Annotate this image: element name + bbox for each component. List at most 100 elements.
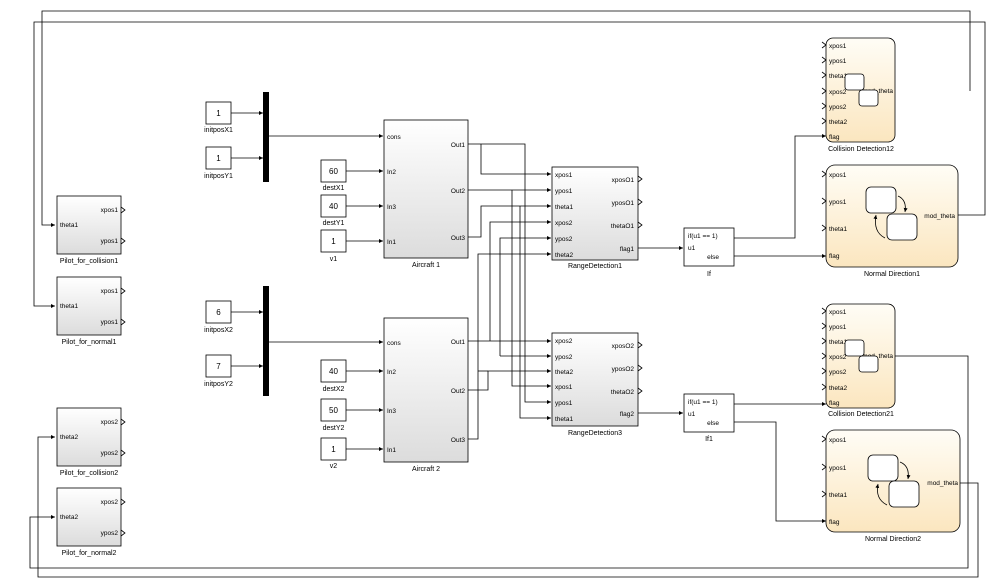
port-label: Out3	[451, 437, 465, 444]
port-label: ypos1	[101, 319, 119, 326]
svg-text:ypos1: ypos1	[829, 58, 847, 65]
port-label: Out1	[451, 339, 465, 346]
svg-text:flag1: flag1	[620, 246, 634, 253]
port-label: Out1	[451, 142, 465, 149]
constant-v2[interactable]: 1 v2	[320, 437, 347, 470]
state-box	[888, 480, 920, 508]
pilot-for-normal2[interactable]: theta2 xpos2 ypos2 Pilot_for_normal2	[56, 487, 126, 557]
if-block[interactable]: if(u1 == 1) u1 else If	[683, 227, 735, 278]
constant-label: destX1	[323, 185, 345, 192]
svg-text:ypos1: ypos1	[829, 465, 847, 472]
svg-text:xpos1: xpos1	[555, 384, 573, 391]
constant-initposX2[interactable]: 6 initposX2	[204, 300, 233, 334]
block-label: Aircraft 2	[412, 466, 440, 473]
state-box	[865, 186, 897, 214]
port-label: Out2	[451, 388, 465, 395]
svg-text:theta1: theta1	[829, 226, 847, 233]
port-label: theta2	[60, 514, 78, 521]
constant-destX1[interactable]: 60 destX1	[320, 159, 347, 192]
port-label: theta1	[60, 222, 78, 229]
constant-label: destY2	[323, 425, 345, 432]
svg-text:u1: u1	[688, 411, 696, 418]
svg-text:mod_theta: mod_theta	[862, 353, 893, 360]
svg-text:ypos2: ypos2	[555, 354, 573, 361]
constant-initposY2[interactable]: 7 initposY2	[204, 354, 233, 388]
range-detection-1[interactable]: xpos1 ypos1 theta1 xpos2 ypos2 theta2 xp…	[551, 166, 643, 270]
constant-label: destX2	[323, 386, 345, 393]
port-label: xpos2	[101, 419, 119, 426]
svg-text:theta2: theta2	[829, 385, 847, 392]
port-label: ypos2	[101, 530, 119, 537]
mux-bar-2[interactable]	[263, 286, 269, 396]
svg-text:ypos1: ypos1	[829, 324, 847, 331]
svg-text:ypos1: ypos1	[555, 400, 573, 407]
aircraft-1-subsystem[interactable]: cons In2 In3 In1 Out1 Out2 Out3 Aircraft…	[383, 119, 469, 269]
port-label: ypos2	[101, 450, 119, 457]
svg-text:theta2: theta2	[555, 369, 573, 376]
svg-text:ypos2: ypos2	[555, 236, 573, 243]
state-box	[886, 213, 918, 241]
svg-text:if(u1 == 1): if(u1 == 1)	[688, 233, 718, 240]
collision-detection21-chart[interactable]: xpos1 ypos1 theta1 xpos2 ypos2 theta2 fl…	[825, 303, 896, 418]
pilot-for-collision1[interactable]: theta1 xpos1 ypos1 Pilot_for_collision1	[56, 195, 126, 265]
svg-text:theta2: theta2	[829, 119, 847, 126]
port-label: cons	[387, 134, 401, 141]
signal-wires	[231, 111, 826, 523]
normal-direction1-chart[interactable]: xpos1 ypos1 theta1 flag mod_theta Normal…	[825, 164, 959, 278]
constant-value: 7	[216, 362, 221, 371]
mux-bar-1[interactable]	[263, 92, 269, 182]
block-label: Pilot_for_normal1	[62, 339, 117, 346]
block-label: If	[707, 271, 711, 278]
pilot-for-collision2[interactable]: theta2 xpos2 ypos2 Pilot_for_collision2	[56, 407, 126, 477]
constant-initposX1[interactable]: 1 initposX1	[204, 101, 233, 134]
constant-label: destY1	[323, 220, 345, 227]
normal-direction2-chart[interactable]: xpos1 ypos1 theta1 flag mod_theta Normal…	[825, 429, 961, 543]
if1-block[interactable]: if(u1 == 1) u1 else If1	[683, 393, 735, 443]
port-label: Out2	[451, 188, 465, 195]
svg-text:xposO2: xposO2	[612, 343, 635, 350]
svg-text:ypos2: ypos2	[829, 369, 847, 376]
svg-text:flag2: flag2	[620, 411, 634, 418]
svg-text:xpos1: xpos1	[829, 43, 847, 50]
port-label: In1	[387, 447, 396, 454]
block-label: Pilot_for_normal2	[62, 550, 117, 557]
svg-text:yposO1: yposO1	[612, 200, 635, 207]
pilot-for-normal1[interactable]: theta1 xpos1 ypos1 Pilot_for_normal1	[56, 276, 126, 346]
svg-text:mod_theta: mod_theta	[924, 213, 955, 220]
constant-destY2[interactable]: 50 destY2	[320, 398, 347, 432]
svg-text:xpos1: xpos1	[829, 309, 847, 316]
svg-text:ypos1: ypos1	[829, 199, 847, 206]
svg-text:thetaO2: thetaO2	[611, 389, 635, 396]
feedback-wires	[29, 10, 986, 578]
constant-v1[interactable]: 1 v1	[320, 229, 347, 263]
range-detection-3[interactable]: xpos2 ypos2 theta2 xpos1 ypos1 theta1 xp…	[551, 332, 643, 437]
svg-text:xposO1: xposO1	[612, 177, 635, 184]
block-label: If1	[705, 436, 713, 443]
port-label: In3	[387, 408, 396, 415]
port-label: cons	[387, 340, 401, 347]
constant-label: initposX2	[204, 327, 233, 334]
svg-text:xpos2: xpos2	[555, 220, 573, 227]
svg-text:ypos1: ypos1	[555, 188, 573, 195]
constant-initposY1[interactable]: 1 initposY1	[204, 146, 233, 180]
svg-text:theta1: theta1	[555, 416, 573, 423]
svg-text:xpos1: xpos1	[555, 172, 573, 179]
state-box	[844, 339, 865, 357]
constant-value: 1	[331, 445, 336, 454]
constant-destY1[interactable]: 40 destY1	[320, 194, 347, 227]
svg-text:mod_theta: mod_theta	[927, 480, 958, 487]
collision-detection12-chart[interactable]: xpos1 ypos1 theta1 xpos2 ypos2 theta2 fl…	[825, 37, 896, 153]
constant-value: 1	[216, 109, 221, 118]
block-label: Pilot_for_collision2	[60, 470, 118, 477]
port-chevrons	[821, 41, 827, 498]
aircraft-2-subsystem[interactable]: cons In2 In3 In1 Out1 Out2 Out3 Aircraft…	[383, 317, 469, 473]
port-label: In3	[387, 204, 396, 211]
port-label: Out3	[451, 235, 465, 242]
svg-text:yposO2: yposO2	[612, 366, 635, 373]
state-box	[867, 454, 899, 482]
svg-text:flag: flag	[829, 253, 840, 260]
constant-destX2[interactable]: 40 destX2	[320, 359, 347, 393]
svg-text:xpos1: xpos1	[829, 437, 847, 444]
